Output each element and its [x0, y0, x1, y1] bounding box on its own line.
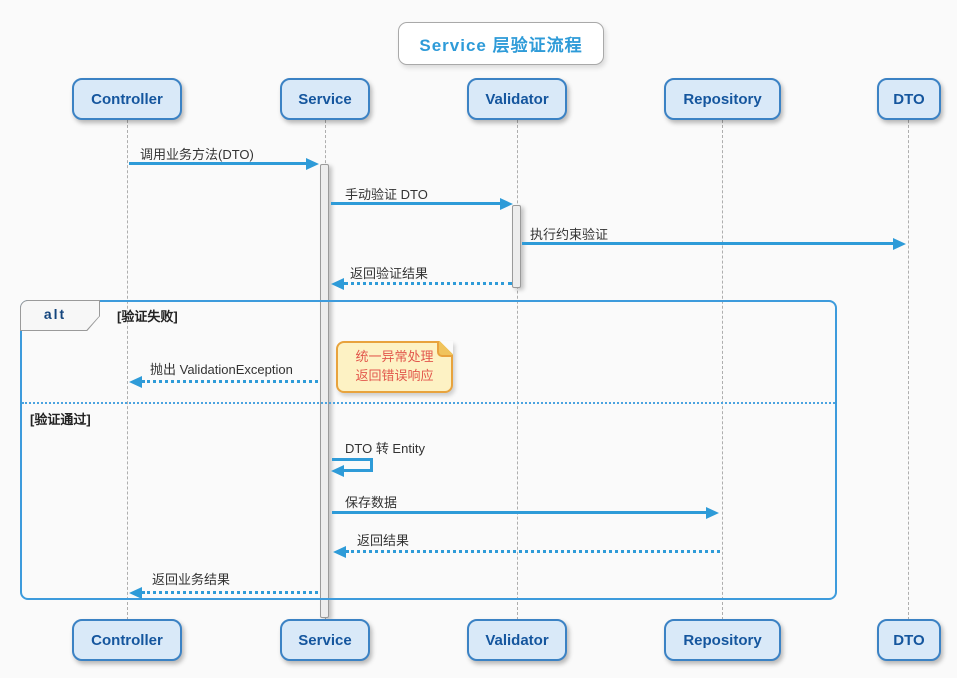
- arrowhead-left-icon: [331, 465, 344, 477]
- activation-bar-service: [320, 164, 329, 618]
- participant-controller-top: Controller: [72, 78, 182, 120]
- note-fold-icon: [437, 341, 453, 357]
- diagram-title: Service 层验证流程: [419, 36, 583, 55]
- message-validate-line: [331, 202, 501, 205]
- alt-divider: [22, 402, 835, 404]
- lifeline-repository: [722, 120, 723, 620]
- message-validation-result-line: [344, 282, 512, 285]
- message-constraint-line: [522, 242, 894, 245]
- participant-dto-top: DTO: [877, 78, 941, 120]
- lifeline-dto: [908, 120, 909, 620]
- participant-label: Repository: [683, 631, 762, 649]
- diagram-title-box: Service 层验证流程: [398, 22, 604, 65]
- message-validation-result-label: 返回验证结果: [350, 266, 429, 281]
- arrowhead-right-icon: [500, 198, 513, 210]
- self-message-top-line: [332, 458, 373, 461]
- participant-repository-bottom: Repository: [664, 619, 781, 661]
- message-throw-label: 抛出 ValidationException: [150, 362, 293, 377]
- message-call-line: [129, 162, 307, 165]
- message-validate-label: 手动验证 DTO: [345, 187, 428, 202]
- arrowhead-left-icon: [331, 278, 344, 290]
- note-line2: 返回错误响应: [355, 368, 434, 383]
- lifeline-controller: [127, 120, 128, 620]
- lifeline-validator: [517, 120, 518, 620]
- alt-guard-pass: [验证通过]: [30, 412, 91, 427]
- participant-validator-top: Validator: [467, 78, 567, 120]
- participant-validator-bottom: Validator: [467, 619, 567, 661]
- message-save-label: 保存数据: [345, 495, 398, 510]
- self-message-bottom-line: [344, 469, 373, 472]
- message-call-label: 调用业务方法(DTO): [140, 147, 254, 162]
- note-line1: 统一异常处理: [355, 349, 434, 365]
- message-save-result-line: [346, 550, 720, 553]
- message-constraint-label: 执行约束验证: [530, 227, 609, 242]
- alt-frame: [20, 300, 837, 600]
- alt-guard-fail: [验证失败]: [117, 309, 178, 324]
- arrowhead-right-icon: [893, 238, 906, 250]
- arrowhead-left-icon: [333, 546, 346, 558]
- note-exception-handling: 统一异常处理 返回错误响应: [336, 341, 453, 393]
- participant-controller-bottom: Controller: [72, 619, 182, 661]
- participant-label: DTO: [893, 631, 925, 649]
- arrowhead-left-icon: [129, 376, 142, 388]
- participant-label: DTO: [893, 90, 925, 108]
- message-business-result-line: [142, 591, 318, 594]
- message-business-result-label: 返回业务结果: [152, 572, 231, 587]
- participant-label: Service: [298, 631, 352, 649]
- message-save-result-label: 返回结果: [357, 533, 410, 548]
- participant-label: Service: [298, 90, 352, 108]
- activation-bar-validator: [512, 205, 521, 288]
- participant-service-bottom: Service: [280, 619, 370, 661]
- arrowhead-right-icon: [706, 507, 719, 519]
- message-throw-line: [142, 380, 318, 383]
- participant-label: Validator: [485, 90, 549, 108]
- alt-operator-label: alt: [43, 306, 67, 322]
- arrowhead-left-icon: [129, 587, 142, 599]
- participant-service-top: Service: [280, 78, 370, 120]
- arrowhead-right-icon: [306, 158, 319, 170]
- self-message-right-line: [370, 458, 373, 472]
- participant-label: Repository: [683, 90, 762, 108]
- alt-operator-pentagon: [20, 300, 100, 331]
- participant-label: Controller: [91, 90, 163, 108]
- participant-label: Validator: [485, 631, 549, 649]
- message-save-line: [332, 511, 707, 514]
- participant-dto-bottom: DTO: [877, 619, 941, 661]
- participant-label: Controller: [91, 631, 163, 649]
- message-dto-entity-label: DTO 转 Entity: [345, 441, 425, 456]
- participant-repository-top: Repository: [664, 78, 781, 120]
